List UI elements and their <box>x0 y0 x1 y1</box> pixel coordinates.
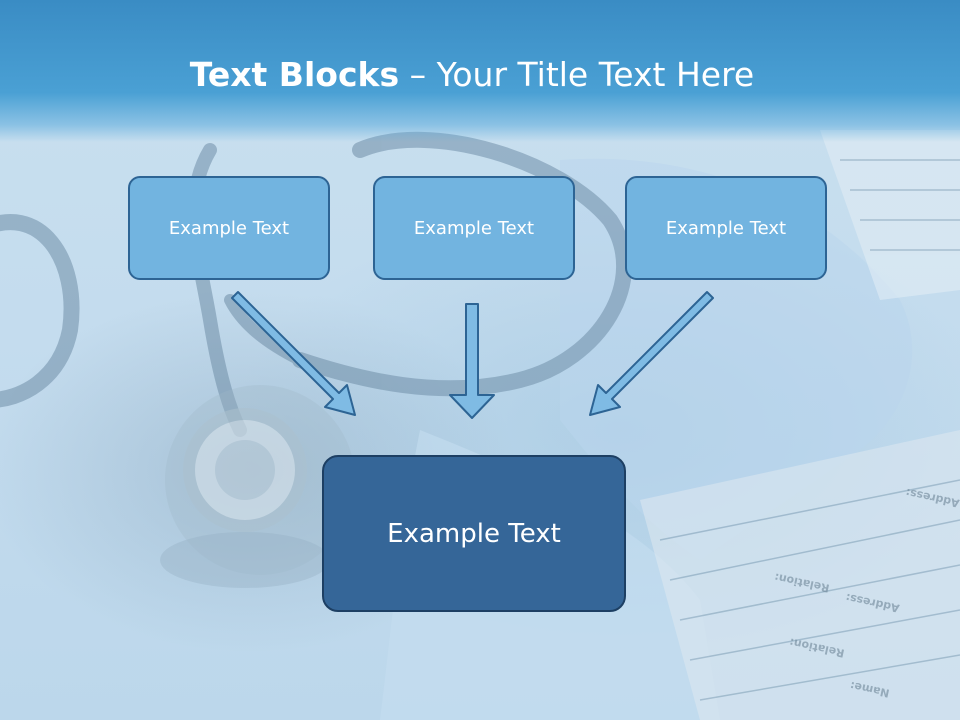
title-separator: – <box>399 55 437 94</box>
slide-title: Text Blocks – Your Title Text Here <box>0 52 944 98</box>
text-block-label: Example Text <box>413 217 535 239</box>
title-rest: Your Title Text Here <box>436 55 755 94</box>
target-text-block-label: Example Text <box>387 518 561 549</box>
text-block-2[interactable]: Example Text <box>373 176 575 280</box>
title-bar <box>0 0 960 142</box>
target-text-block[interactable]: Example Text <box>322 455 626 612</box>
text-block-label: Example Text <box>168 217 290 239</box>
arrow-right-diagonal-icon <box>589 291 714 416</box>
arrow-down-icon <box>449 303 495 419</box>
text-block-label: Example Text <box>665 217 787 239</box>
chestpiece-icon <box>160 385 355 588</box>
text-block-1[interactable]: Example Text <box>128 176 330 280</box>
text-block-3[interactable]: Example Text <box>625 176 827 280</box>
title-bold: Text Blocks <box>189 55 400 94</box>
medical-form-image <box>640 130 960 720</box>
arrow-left-diagonal-icon <box>231 291 356 416</box>
